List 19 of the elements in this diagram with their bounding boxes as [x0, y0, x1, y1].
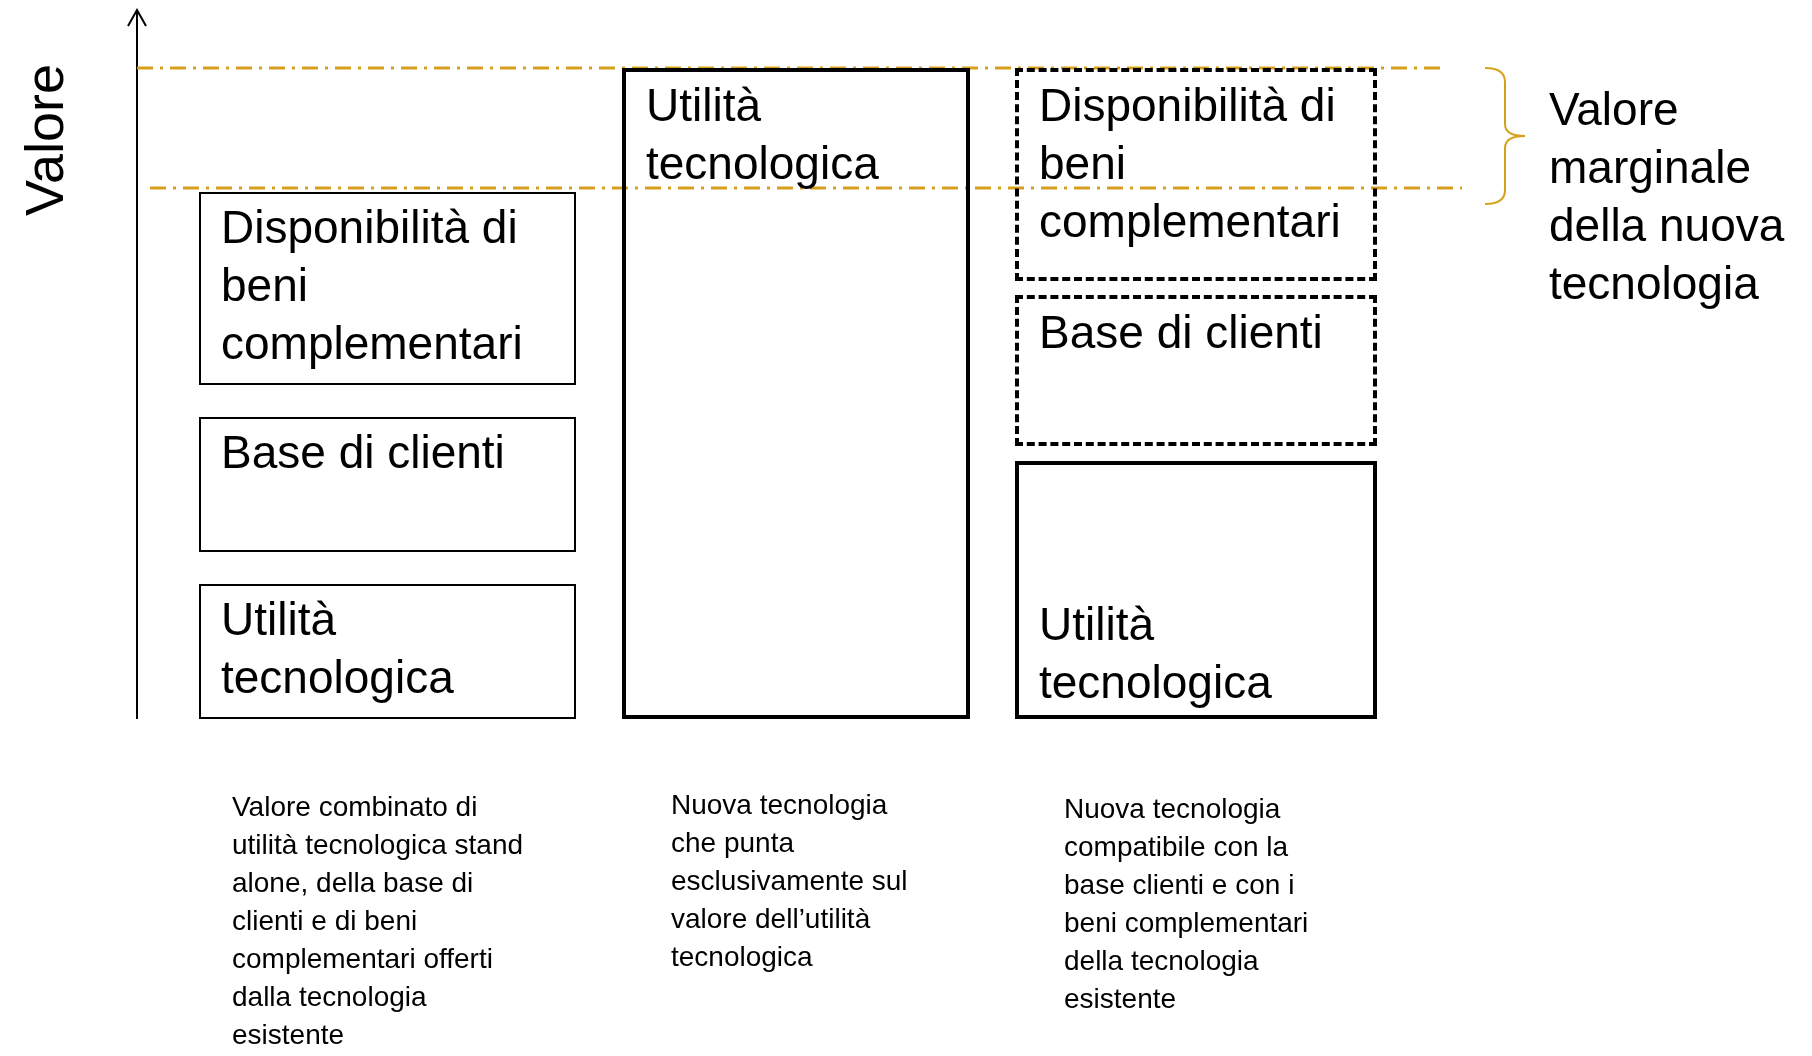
box-text: Disponibilità di beni complementari: [221, 200, 524, 371]
box-text: Base di clienti: [221, 425, 506, 480]
dashed-value-box: [1015, 295, 1377, 446]
column-caption: Valore combinato di utilità tecnologica stand alone, della base di clienti e di beni complementari offerti dalla tecnologia esistente: [232, 790, 525, 1052]
axis-label: Valore: [17, 63, 71, 217]
value-box: [199, 192, 576, 385]
column-caption: Nuova tecnologia che punta esclusivamente sul valore dell’utilità tecnologica: [671, 788, 909, 974]
value-box: [1015, 461, 1377, 719]
box-text: Base di clienti: [1039, 305, 1324, 360]
box-text: Disponibilità di beni complementari: [1039, 78, 1342, 249]
value-box: [199, 417, 576, 552]
value-box: [199, 584, 576, 719]
dashed-value-box: [1015, 68, 1377, 281]
box-text: Utilità tecnologica: [1039, 597, 1273, 710]
value-box: [622, 68, 970, 719]
column-caption: Nuova tecnologia compatibile con la base clienti e con i beni complementari della tecnologia esistente: [1064, 792, 1310, 1016]
bracket-label: Valore marginale della nuova tecnologia: [1549, 82, 1786, 311]
box-text: Utilità tecnologica: [221, 592, 455, 705]
box-text: Utilità tecnologica: [646, 78, 880, 191]
